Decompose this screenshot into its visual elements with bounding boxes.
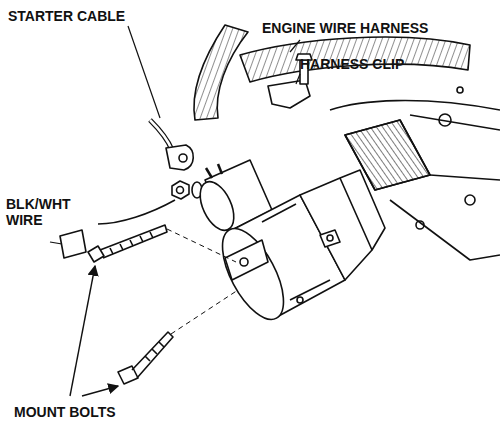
part-label: HARNESS CLIP (300, 56, 404, 72)
part-label: MOUNT BOLTS (14, 404, 116, 420)
part-label: BLK/WHT WIRE (6, 196, 86, 228)
part-label: ENGINE WIRE HARNESS (262, 20, 428, 36)
part-label: STARTER CABLE (8, 8, 125, 24)
